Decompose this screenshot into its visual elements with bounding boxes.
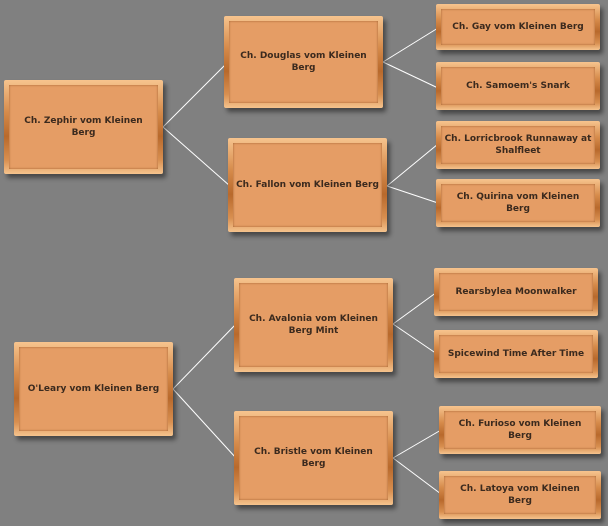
connector-line [392,291,438,325]
connector-line [392,457,442,495]
node-label: Ch. Gay vom Kleinen Berg [452,22,584,32]
node-label: O'Leary vom Kleinen Berg [27,384,160,394]
node-label: Ch. Bristle vom Kleinen Berg [254,447,373,469]
grandparent-node: Ch. Gay vom Kleinen Berg [436,4,600,50]
node-label: Ch. Samoem's Snark [466,81,570,91]
connector-line [172,388,237,459]
node-label: Ch. Zephir vom Kleinen Berg [24,116,143,138]
parent-node: Ch. Bristle vom Kleinen Berg [234,411,393,505]
grandparent-node: Ch. Quirina vom Kleinen Berg [436,179,600,227]
connector-line [382,61,439,89]
connector-line [382,27,439,63]
node-label: Ch. Avalonia vom Kleinen Berg Mint [249,314,378,336]
grandparent-node: Ch. Lorricbrook Runnaway at Shalfleet [436,121,600,169]
connector-line [386,185,439,204]
node-label: Spicewind Time After Time [447,349,585,359]
node-label: Rearsbylea Moonwalker [455,287,577,297]
connector-line [172,323,237,390]
connector-line [392,429,442,459]
node-label: Ch. Douglas vom Kleinen Berg [240,51,367,73]
parent-node: Ch. Avalonia vom Kleinen Berg Mint [234,278,393,372]
grandparent-node: Ch. Furioso vom Kleinen Berg [439,406,601,454]
pedigree-root-node: O'Leary vom Kleinen Berg [14,342,173,436]
node-label: Ch. Fallon vom Kleinen Berg [236,180,379,190]
node-label: Ch. Furioso vom Kleinen Berg [458,419,582,441]
node-label: Ch. Lorricbrook Runnaway at Shalfleet [444,134,592,156]
connector-line [392,323,438,355]
connector-line [386,143,439,187]
grandparent-node: Ch. Samoem's Snark [436,62,600,110]
grandparent-node: Rearsbylea Moonwalker [434,268,598,316]
pedigree-root-node: Ch. Zephir vom Kleinen Berg [4,80,163,174]
connector-line [162,126,231,187]
node-label: Ch. Latoya vom Kleinen Berg [460,484,580,506]
grandparent-node: Spicewind Time After Time [434,330,598,378]
parent-node: Ch. Douglas vom Kleinen Berg [224,16,383,108]
connector-line [162,61,229,128]
parent-node: Ch. Fallon vom Kleinen Berg [228,138,387,232]
grandparent-node: Ch. Latoya vom Kleinen Berg [439,471,601,519]
node-label: Ch. Quirina vom Kleinen Berg [456,192,580,214]
